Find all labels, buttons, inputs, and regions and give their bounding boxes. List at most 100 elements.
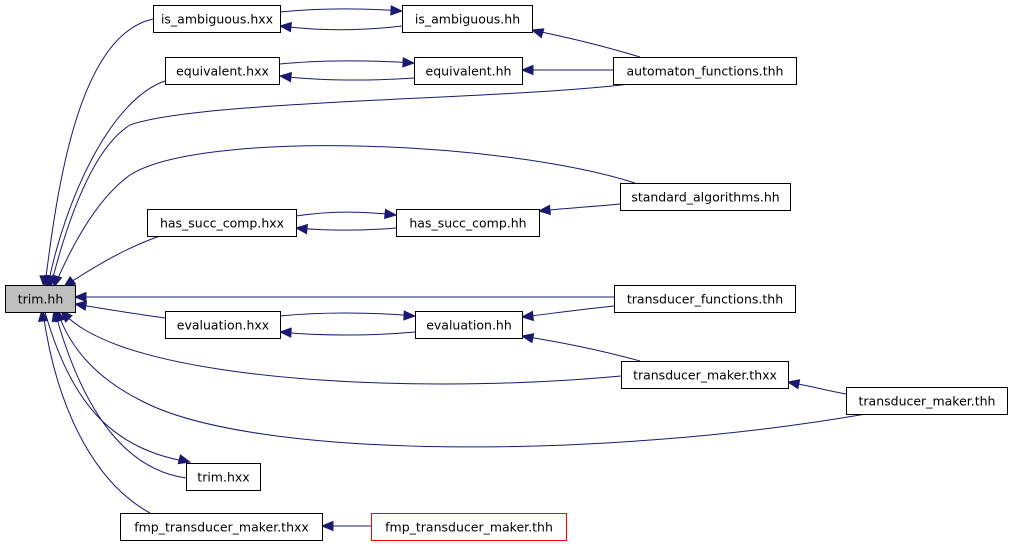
edge-line bbox=[42, 311, 151, 514]
edge-fmp-transducer-maker-thh-to-fmp-transducer-maker-thxx bbox=[320, 520, 371, 532]
node-label: transducer_maker.thh bbox=[859, 394, 996, 409]
node-has-succ-comp-hxx[interactable]: has_succ_comp.hxx bbox=[147, 209, 297, 237]
node-label: standard_algorithms.hh bbox=[631, 190, 779, 205]
edge-line bbox=[54, 311, 187, 479]
edge-line bbox=[279, 25, 403, 31]
edge-line bbox=[74, 303, 166, 319]
edge-line bbox=[279, 60, 415, 65]
node-transducer-functions-thh[interactable]: transducer_functions.thh bbox=[614, 285, 796, 313]
node-evaluation-hh[interactable]: evaluation.hh bbox=[415, 311, 523, 339]
node-box bbox=[415, 311, 523, 339]
edge-line bbox=[65, 235, 161, 286]
node-is-ambiguous-hxx[interactable]: is_ambiguous.hxx bbox=[153, 5, 281, 33]
arrowhead-icon bbox=[278, 327, 292, 338]
node-trim-hxx[interactable]: trim.hxx bbox=[186, 463, 261, 491]
node-box bbox=[846, 387, 1008, 415]
edge-line bbox=[279, 75, 415, 81]
node-box bbox=[414, 57, 523, 85]
edge-evaluation-hh-to-evaluation-hxx bbox=[278, 327, 416, 338]
arrowhead-icon bbox=[60, 310, 73, 323]
node-fmp-transducer-maker-thh[interactable]: fmp_transducer_maker.thh bbox=[371, 513, 567, 541]
edge-automaton-functions-thh-to-equivalent-hh bbox=[520, 64, 613, 76]
edge-is-ambiguous-hh-to-is-ambiguous-hxx bbox=[278, 21, 403, 33]
edge-automaton-functions-thh-to-trim-hh bbox=[47, 83, 631, 289]
node-transducer-maker-thxx[interactable]: transducer_maker.thxx bbox=[621, 361, 789, 389]
edge-transducer-maker-thxx-to-trim-hh bbox=[60, 310, 622, 385]
edge-line bbox=[44, 18, 154, 286]
node-box bbox=[371, 513, 567, 541]
node-box bbox=[153, 5, 281, 33]
node-label: transducer_functions.thh bbox=[627, 292, 783, 307]
edges-layer bbox=[37, 5, 867, 532]
node-transducer-maker-thh[interactable]: transducer_maker.thh bbox=[846, 387, 1008, 415]
edge-equivalent-hxx-to-trim-hh bbox=[44, 80, 166, 289]
edge-transducer-functions-thh-to-evaluation-hh bbox=[520, 305, 615, 322]
arrowhead-icon bbox=[37, 308, 49, 322]
node-box bbox=[613, 57, 797, 85]
node-label: has_succ_comp.hxx bbox=[160, 216, 284, 231]
arrowhead-icon bbox=[278, 71, 292, 83]
node-label: equivalent.hxx bbox=[176, 64, 269, 79]
node-label: is_ambiguous.hxx bbox=[161, 12, 273, 27]
arrowhead-icon bbox=[530, 28, 545, 39]
edge-line bbox=[521, 335, 641, 362]
edge-standard-algorithms-hh-to-has-succ-comp-hh bbox=[537, 203, 621, 216]
node-label: fmp_transducer_maker.thxx bbox=[134, 520, 309, 535]
arrowhead-icon bbox=[390, 5, 404, 16]
edge-equivalent-hh-to-equivalent-hxx bbox=[278, 71, 415, 83]
arrowhead-icon bbox=[52, 274, 63, 289]
node-automaton-functions-thh[interactable]: automaton_functions.thh bbox=[613, 57, 797, 85]
node-box bbox=[621, 361, 789, 389]
node-box bbox=[147, 209, 297, 237]
node-box bbox=[165, 57, 280, 85]
node-box bbox=[402, 5, 533, 33]
edge-has-succ-comp-hxx-to-trim-hh bbox=[62, 235, 161, 288]
edge-line bbox=[54, 145, 636, 286]
edge-has-succ-comp-hxx-to-has-succ-comp-hh bbox=[295, 208, 398, 220]
arrowhead-icon bbox=[320, 520, 334, 532]
node-box bbox=[396, 209, 540, 237]
node-label: trim.hxx bbox=[197, 470, 249, 485]
node-trim-hh: trim.hh bbox=[5, 285, 76, 313]
node-has-succ-comp-hh[interactable]: has_succ_comp.hh bbox=[396, 209, 540, 237]
node-box bbox=[186, 463, 261, 491]
arrowhead-icon bbox=[402, 57, 416, 68]
arrowhead-icon bbox=[384, 208, 398, 220]
node-label: has_succ_comp.hh bbox=[409, 216, 526, 231]
arrowhead-icon bbox=[520, 333, 535, 344]
node-equivalent-hxx[interactable]: equivalent.hxx bbox=[165, 57, 280, 85]
edge-line bbox=[44, 311, 191, 463]
node-label: automaton_functions.thh bbox=[627, 64, 784, 79]
edge-automaton-functions-thh-to-is-ambiguous-hh bbox=[530, 28, 641, 58]
node-equivalent-hh[interactable]: equivalent.hh bbox=[414, 57, 523, 85]
node-label: trim.hh bbox=[18, 292, 64, 307]
edge-line bbox=[57, 311, 867, 448]
node-standard-algorithms-hh[interactable]: standard_algorithms.hh bbox=[620, 183, 791, 211]
edge-transducer-maker-thh-to-transducer-maker-thxx bbox=[786, 379, 847, 395]
node-box bbox=[165, 311, 281, 339]
node-fmp-transducer-maker-thxx[interactable]: fmp_transducer_maker.thxx bbox=[120, 513, 323, 541]
node-label: evaluation.hh bbox=[426, 318, 512, 333]
node-label: equivalent.hh bbox=[426, 64, 512, 79]
edge-evaluation-hxx-to-trim-hh bbox=[73, 300, 166, 319]
edge-line bbox=[279, 331, 416, 336]
node-box bbox=[614, 285, 796, 313]
node-label: transducer_maker.thxx bbox=[633, 368, 777, 383]
arrowhead-icon bbox=[520, 310, 534, 322]
edge-line bbox=[47, 80, 166, 286]
node-evaluation-hxx[interactable]: evaluation.hxx bbox=[165, 311, 281, 339]
node-is-ambiguous-hh[interactable]: is_ambiguous.hh bbox=[402, 5, 533, 33]
edge-line bbox=[295, 227, 397, 231]
edge-is-ambiguous-hxx-to-is-ambiguous-hh bbox=[279, 5, 404, 16]
edge-line bbox=[538, 203, 621, 212]
node-box bbox=[620, 183, 791, 211]
edge-trim-hh-to-trim-hxx bbox=[44, 311, 192, 465]
arrowhead-icon bbox=[294, 223, 308, 235]
node-box bbox=[5, 285, 76, 313]
edge-line bbox=[279, 8, 403, 13]
node-label: fmp_transducer_maker.thh bbox=[385, 520, 553, 535]
node-box bbox=[120, 513, 323, 541]
arrowhead-icon bbox=[786, 379, 801, 390]
edge-transducer-functions-thh-to-trim-hh bbox=[73, 291, 614, 303]
